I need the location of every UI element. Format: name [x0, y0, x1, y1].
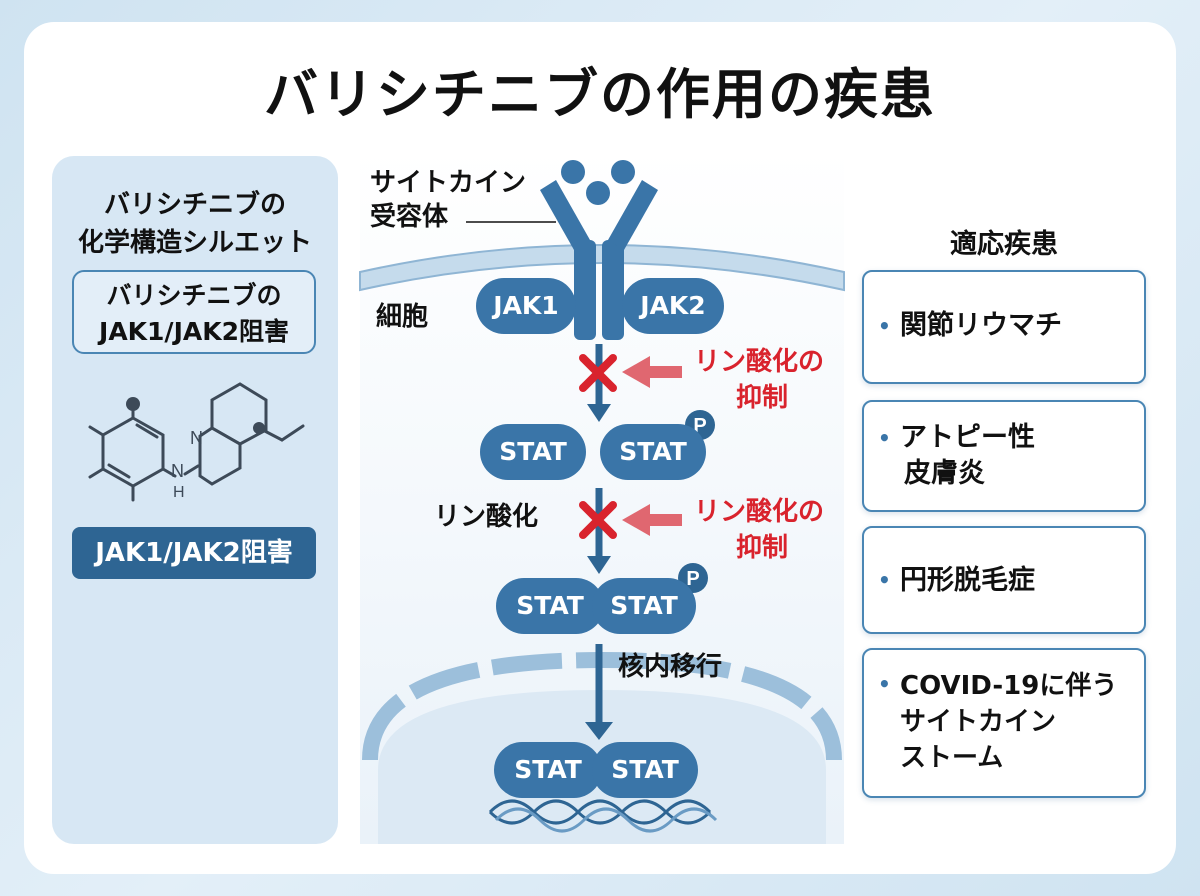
indication-text: COVID-19に伴う サイトカイン ストーム	[900, 668, 1134, 776]
indication-line2: 皮膚炎	[904, 458, 985, 489]
jak2-pill: JAK2	[622, 278, 724, 334]
piperidine-ring	[210, 382, 268, 446]
ligand-3	[611, 160, 635, 184]
inhibit-label-1-line1: リン酸化の	[694, 347, 825, 377]
stat-pill-e: STAT	[494, 742, 602, 798]
stat-pill-b: STAT	[600, 424, 706, 480]
ligand-1	[561, 160, 585, 184]
inhibit-label-1-line2: 抑制	[736, 383, 789, 413]
bullet-icon: •	[878, 426, 891, 450]
inhibition-box-line2: JAK1/JAK2阻害	[99, 317, 289, 346]
atom-dot-1	[126, 397, 140, 411]
indication-line3: ストーム	[900, 743, 1004, 773]
page-title: バリシチニブの作用の疾患	[264, 63, 936, 126]
inhibit-label-2: リン酸化の 抑制	[694, 494, 824, 566]
structure-heading: バリシチニブの 化学構造シルエット	[52, 186, 338, 262]
bullet-icon: •	[878, 314, 891, 338]
cell-membrane	[359, 244, 845, 292]
jak1-pill: JAK1	[476, 278, 576, 334]
inhibit-label-2-line1: リン酸化の	[694, 497, 825, 527]
indication-line1: アトピー性	[900, 422, 1035, 453]
block-x-icon-2	[579, 501, 617, 539]
phospho-label-2: P	[686, 568, 699, 590]
bullet-icon: •	[878, 568, 891, 592]
structure-heading-line1: バリシチニブの	[103, 190, 286, 220]
indication-card-alopecia: • 円形脱毛症	[862, 526, 1146, 634]
indications-heading: 適応疾患	[950, 229, 1058, 260]
nuclear-translocation-label: 核内移行	[618, 652, 723, 682]
indication-card-covid: • COVID-19に伴う サイトカイン ストーム	[862, 648, 1146, 798]
indication-text: 円形脱毛症	[900, 565, 1035, 596]
inhibition-box-line1: バリシチニブの	[106, 281, 282, 310]
inhibition-box: バリシチニブの JAK1/JAK2阻害	[72, 270, 316, 354]
receptor-label: サイトカイン 受容体	[370, 166, 526, 234]
block-x-icon-1	[579, 354, 617, 392]
inhibition-badge: JAK1/JAK2阻害	[72, 527, 316, 579]
stat-pill-d: STAT	[592, 578, 696, 634]
indication-card-atopic: • アトピー性 皮膚炎	[862, 400, 1146, 512]
receptor-label-line1: サイトカイン	[370, 168, 527, 198]
stat-pill-c: STAT	[496, 578, 604, 634]
bullet-icon: •	[878, 672, 891, 696]
atom-nh-n: N	[171, 461, 184, 481]
indication-line1: COVID-19に伴う	[900, 671, 1118, 701]
cell-label: 細胞	[376, 302, 429, 332]
ligand-2	[586, 181, 610, 205]
stat-pill-f: STAT	[592, 742, 698, 798]
indication-line2: サイトカイン	[900, 707, 1057, 737]
receptor	[540, 180, 658, 340]
indication-card-ra: • 関節リウマチ	[862, 270, 1146, 384]
atom-n-label: N	[190, 428, 203, 448]
inhibit-label-2-line2: 抑制	[736, 533, 789, 563]
structure-heading-line2: 化学構造シルエット	[77, 228, 312, 258]
inhibit-arrows	[622, 356, 682, 536]
stat-pill-a: STAT	[480, 424, 586, 480]
receptor-label-line2: 受容体	[370, 202, 449, 232]
flow-arrows	[585, 344, 613, 740]
indication-text: アトピー性 皮膚炎	[900, 420, 1134, 492]
atom-dot-2	[253, 422, 265, 434]
atom-nh-h: H	[173, 484, 185, 501]
phosphorylation-label: リン酸化	[434, 502, 539, 532]
indication-text: 関節リウマチ	[900, 310, 1062, 341]
inhibit-label-1: リン酸化の 抑制	[694, 344, 824, 416]
dna-helix	[488, 799, 718, 833]
